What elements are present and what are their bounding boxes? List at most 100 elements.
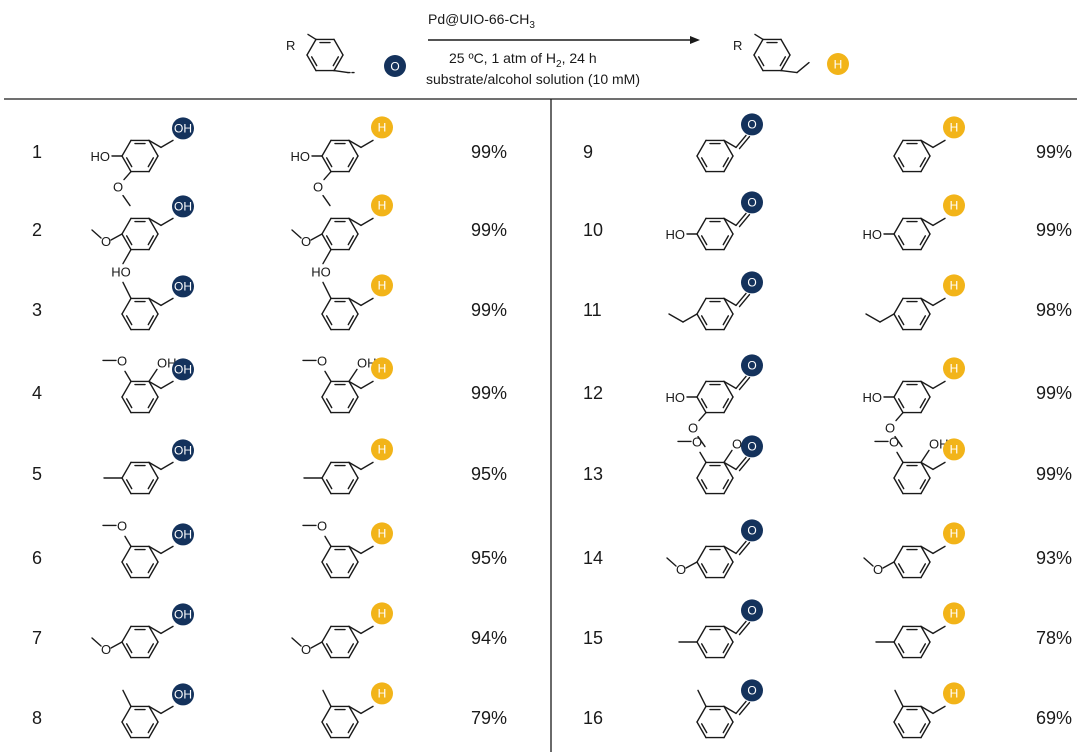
methoxy-oxygen: O [113,180,123,195]
hydrogen-badge [943,194,965,217]
reaction-arrow-head [690,36,700,44]
hydroxyl-badge [172,603,194,626]
entry-number: 1 [32,142,42,162]
hydroxyl-badge-label: OH [174,688,192,702]
hydroxyl-badge [172,358,194,381]
substrate-structure: OOH [91,603,194,659]
methoxy-oxygen: O [301,234,311,249]
methoxy-oxygen: O [117,518,127,533]
hydrogen-badge [943,682,965,705]
hydrogen-badge [943,602,965,625]
hydroxy-label: HO [863,390,883,405]
r-group-label: R [286,38,295,53]
product-structure: H [303,438,393,495]
entry-number: 10 [583,220,603,240]
hydrogen-badge-label: H [378,527,387,541]
yield-value: 95% [471,548,507,568]
methoxy-oxygen: O [692,434,702,449]
hydroxyl-badge [172,117,194,140]
oxygen-badge-label: O [747,276,756,290]
methoxy-oxygen: O [301,642,311,657]
hydrogen-badge [371,682,393,705]
yield-value: 95% [471,464,507,484]
hydrogen-badge [371,116,393,139]
entry-number: 16 [583,708,603,728]
hydroxy-label: HO [311,265,331,280]
product-structure: H [321,682,393,739]
entry-number: 7 [32,628,42,648]
hydrogen-badge [827,53,849,75]
yield-value: 78% [1036,628,1072,648]
methoxy-oxygen: O [885,421,895,436]
hydroxy-label: HO [666,227,686,242]
substrate-structure: OH [103,439,194,495]
substrate-structure: O [696,679,763,739]
oxygen-badge-label: O [747,604,756,618]
generic-product-structure: RH [733,33,849,75]
oxygen-badge [741,519,763,542]
entry-number: 15 [583,628,603,648]
methoxy-oxygen: O [317,353,327,368]
entry-number: 11 [583,300,602,320]
hydrogen-badge [943,274,965,297]
oxygen-badge [741,271,763,294]
yield-value: 99% [1036,220,1072,240]
hydroxyl-badge [172,275,194,298]
hydrogen-badge-label: H [378,279,387,293]
hydrogen-badge-label: H [378,687,387,701]
oxygen-badge-label: O [747,196,756,210]
catalyst-label: Pd@UIO-66-CH3 [428,11,535,31]
hydroxyl-badge [172,523,194,546]
hydroxy-label: HO [863,227,883,242]
hydroxyl-badge-label: OH [174,122,192,136]
oxygen-badge [741,191,763,214]
substrate-structure: O [678,599,763,659]
entry-number: 6 [32,548,42,568]
hydrogen-badge [371,522,393,545]
product-structure: H [321,274,393,331]
yield-value: 69% [1036,708,1072,728]
oxygen-badge [384,55,406,77]
oxygen-badge-label: O [747,118,756,132]
oxygen-badge-label: O [390,59,399,73]
reaction-header: RO Pd@UIO-66-CH3 25 ºC, 1 atm of H2, 24 … [286,11,849,87]
entry-number: 3 [32,300,42,320]
hydrogen-badge [371,357,393,380]
yield-value: 99% [471,300,507,320]
oxygen-badge-label: O [747,684,756,698]
oxygen-badge-label: O [747,524,756,538]
methoxy-oxygen: O [889,434,899,449]
hydrogen-badge-label: H [378,362,387,376]
substrate-structure: OOH [102,518,194,579]
substrate-structure: O [696,113,763,173]
hydrogen-badge-label: H [834,57,843,71]
methoxy-oxygen: O [117,353,127,368]
methoxy-oxygen: O [101,642,111,657]
substrate-structure: OO [666,519,763,579]
entry-number: 13 [583,464,603,484]
substrate-structure: OH [121,275,194,331]
entry-number: 12 [583,383,603,403]
yield-value: 99% [471,142,507,162]
entry-number: 2 [32,220,42,240]
methoxy-oxygen: O [313,180,323,195]
